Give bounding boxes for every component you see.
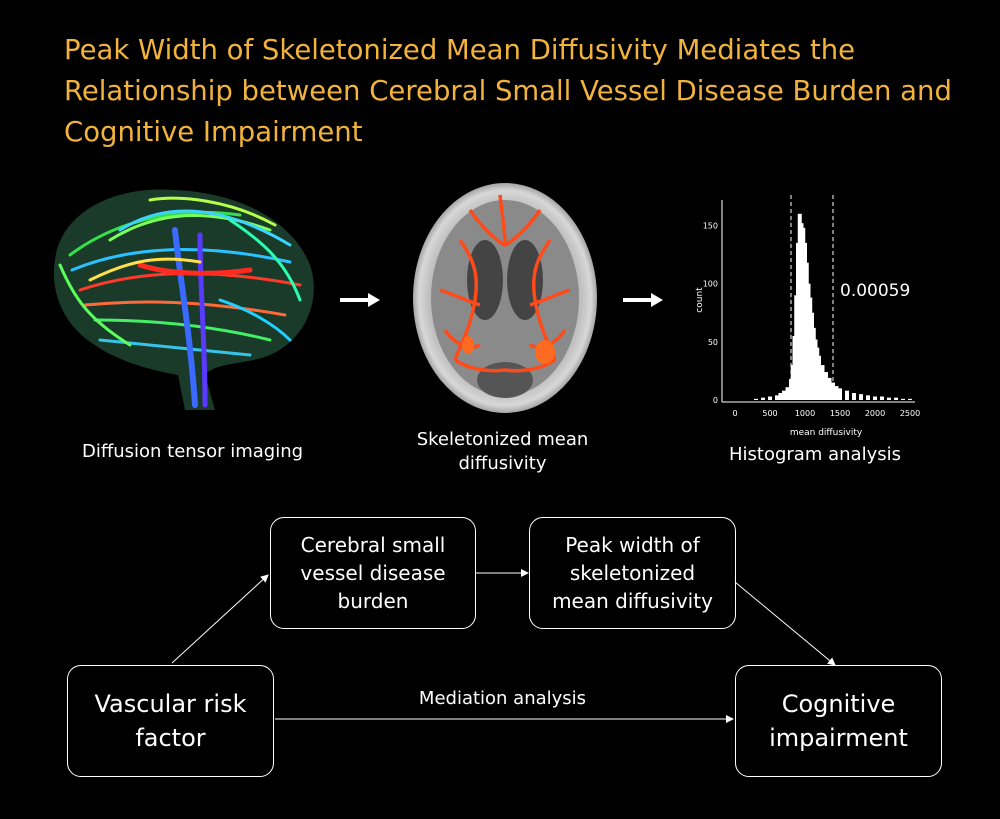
- box-vascular-risk: Vascular risk factor: [67, 665, 274, 777]
- box-csvd-line-2: vessel disease: [300, 561, 446, 585]
- box-psmd: Peak width of skeletonized mean diffusiv…: [529, 517, 736, 629]
- x-tick-label: 1500: [830, 409, 850, 418]
- box-cognitive-line-2: impairment: [769, 724, 908, 752]
- page-title: Peak Width of Skeletonized Mean Diffusiv…: [64, 34, 952, 148]
- histogram-bar: [827, 377, 832, 400]
- histogram-bar: [880, 396, 884, 400]
- arrow-vascular-to-csvd: [171, 574, 269, 664]
- histogram-bar: [778, 393, 783, 400]
- y-tick-label: 50: [708, 338, 718, 347]
- histogram-bar: [834, 386, 839, 400]
- histogram-bar: [859, 394, 863, 400]
- y-tick-label: 0: [713, 396, 718, 405]
- dti-caption: Diffusion tensor imaging: [81, 441, 304, 462]
- histogram-bar: [838, 388, 842, 400]
- x-tick-label: 0: [732, 409, 737, 418]
- histogram-bar: [894, 397, 898, 400]
- x-axis-label: mean diffusivity: [790, 428, 863, 438]
- dti-brain-image: [53, 189, 314, 410]
- box-cognitive-impairment: Cognitive impairment: [735, 665, 942, 777]
- histogram-bar: [908, 398, 912, 400]
- histogram-bar: [820, 365, 825, 400]
- box-cognitive-line-1: Cognitive: [781, 690, 896, 718]
- mediation-label: Mediation analysis: [418, 688, 587, 709]
- arrow-head-1: [368, 293, 380, 307]
- histogram-bar: [887, 397, 891, 400]
- histogram-bar: [775, 395, 779, 400]
- histogram-bar: [866, 395, 870, 400]
- box-csvd-line-3: burden: [337, 589, 409, 613]
- box-vascular-line-2: factor: [135, 724, 206, 752]
- histogram-bar: [817, 355, 821, 400]
- histogram-bar: [852, 393, 856, 400]
- box-psmd-line-3: mean diffusivity: [552, 589, 713, 613]
- psmd-value: 0.00059: [840, 281, 911, 301]
- box-csvd-burden: Cerebral small vessel disease burden: [270, 517, 476, 629]
- x-tick-label: 1000: [795, 409, 815, 418]
- histogram-chart: 0 500 1000 1500 2000 2500 0 50 100 150 mean diff…: [695, 195, 920, 438]
- box-csvd-line-1: Cerebral small: [300, 533, 446, 557]
- skeleton-caption: Skeletonized mean diffusivity: [416, 429, 589, 474]
- box-psmd-line-1: Peak width of: [565, 533, 700, 557]
- histogram-bar: [873, 396, 877, 400]
- y-axis-label: count: [695, 287, 705, 313]
- histogram-bar: [761, 397, 765, 400]
- skeleton-brain-image: [413, 183, 597, 413]
- histogram-bar: [785, 387, 790, 400]
- x-tick-label: 500: [762, 409, 777, 418]
- arrow-head-2: [651, 293, 663, 307]
- histogram-bar: [768, 396, 772, 400]
- box-psmd-line-2: skeletonized: [569, 561, 696, 585]
- histogram-bar: [901, 398, 905, 400]
- y-tick-label: 100: [703, 280, 718, 289]
- histogram-bar: [754, 398, 758, 400]
- x-tick-label: 2500: [900, 409, 920, 418]
- histogram-bar: [782, 390, 786, 400]
- x-tick-label: 2000: [865, 409, 885, 418]
- histogram-bar: [845, 390, 849, 400]
- box-vascular-line-1: Vascular risk: [94, 690, 247, 718]
- histogram-caption: Histogram analysis: [729, 444, 901, 465]
- y-tick-label: 150: [703, 221, 718, 230]
- arrow-psmd-to-cognitive: [734, 581, 836, 666]
- histogram-bar: [824, 372, 828, 400]
